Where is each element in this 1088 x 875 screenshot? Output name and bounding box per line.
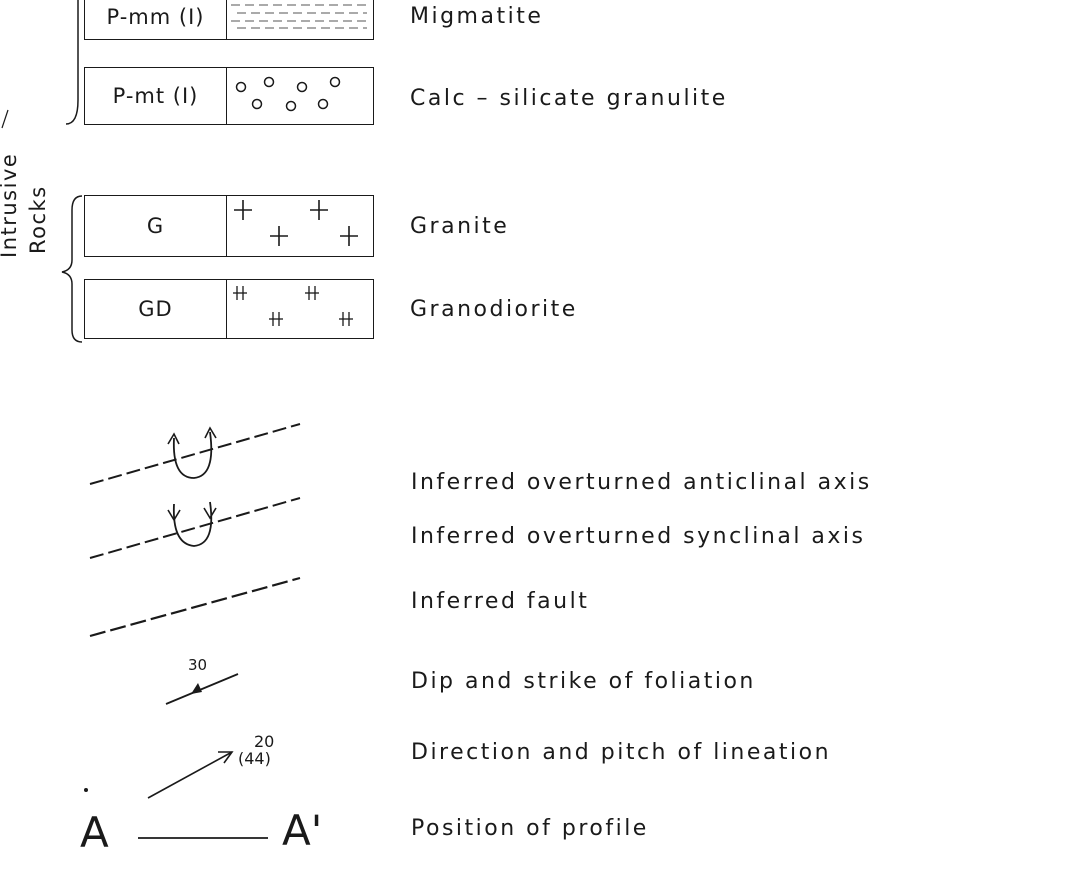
foliation-dip-value: 30 [188,656,208,674]
structure-label-syncline: Inferred overturned synclinal axis [411,524,866,549]
lineation-pitch-alt-value: (44) [238,749,271,768]
unit-code: P-mm (I) [85,0,227,39]
group-label-rocks: Rocks [26,185,50,254]
unit-code: G [85,196,227,256]
profile-line-icon [138,837,268,839]
structure-label-fault: Inferred fault [411,589,590,614]
profile-start-label: A [80,808,109,857]
dash-pattern-icon [227,0,373,39]
unit-code: P-mt (I) [85,68,227,124]
syncline-axis-icon [89,497,301,559]
anticline-axis-icon [89,423,301,485]
group-label-intrusive: Intrusive [0,152,21,258]
plus-pattern-icon [227,196,373,256]
structure-label-profile: Position of profile [411,816,649,841]
unit-label-migmatite: Migmatite [410,4,544,29]
metamorphic-bracket [1,0,79,129]
legend-box-calc-silicate: P-mt (I) [84,67,374,125]
stray-dot [84,788,88,792]
intrusive-brace [61,195,83,343]
unit-code: GD [85,280,227,338]
lineation-pitch-value: 20 [254,732,275,751]
legend-box-granite: G [84,195,374,257]
unit-label-granodiorite: Granodiorite [410,297,578,322]
structure-label-lineation: Direction and pitch of lineation [411,740,832,765]
structure-label-foliation: Dip and strike of foliation [411,669,756,694]
lineation-arrow-icon [147,751,234,799]
unit-label-granite: Granite [410,214,510,239]
foliation-icon [165,673,239,705]
circle-pattern-icon [227,68,373,124]
legend-box-migmatite: P-mm (I) [84,0,374,40]
profile-end-label: A' [282,806,323,855]
double-plus-pattern-icon [227,280,373,338]
fault-line-icon [89,576,301,638]
legend-box-granodiorite: GD [84,279,374,339]
structure-label-anticline: Inferred overturned anticlinal axis [411,470,872,495]
unit-label-calc-silicate: Calc – silicate granulite [410,86,728,111]
